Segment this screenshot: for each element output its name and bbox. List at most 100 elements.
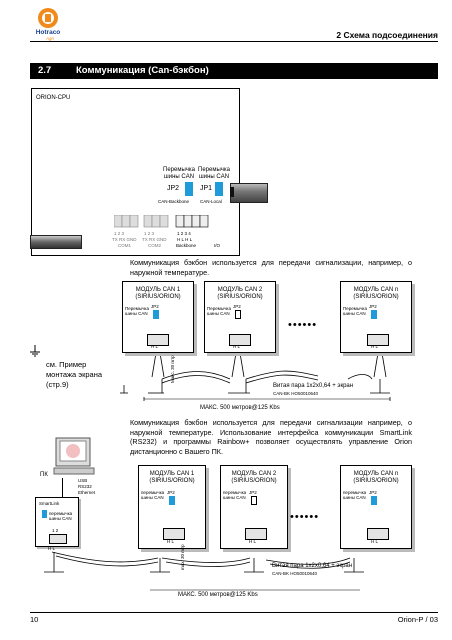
module-title: МОДУЛЬ CAN 1	[135, 287, 181, 293]
cable-label: Витая пара 1x2x0,64 + экран	[272, 563, 353, 569]
intro-paragraph: Коммуникация бэкбон используется для пер…	[130, 258, 412, 277]
orion-cpu-board: ORION-CPU Перемычка шины CAN Перемычка ш…	[31, 88, 240, 256]
smartlink-paragraph: Коммуникация бэкбон используется для пер…	[130, 418, 412, 456]
pc-link-line	[62, 478, 63, 498]
logo-bottom-text: Agri	[45, 36, 55, 41]
module-jp: JP2	[369, 490, 377, 495]
pc-icon	[52, 437, 96, 477]
max-length-label: МАКС. 500 метров@125 Kbs	[178, 592, 258, 598]
com1-label: COM1	[118, 243, 132, 248]
module-title: МОДУЛЬ CAN 1	[149, 471, 195, 477]
ethernet-label: Ethernet	[78, 490, 96, 495]
backbone-wiring	[120, 352, 391, 401]
com-connector	[30, 235, 82, 249]
module-terminal	[147, 334, 169, 346]
module-title: МОДУЛЬ CAN n	[353, 287, 399, 293]
can-module-n: МОДУЛЬ CAN n (SIRIUS/ORION) перемычка ши…	[340, 465, 412, 549]
can-module-n: МОДУЛЬ CAN n (SIRIUS/ORION) Перемычка ши…	[340, 281, 412, 353]
module-jp: JP2	[233, 304, 241, 309]
module-terminal	[367, 334, 389, 346]
section-number: 2.7	[38, 65, 52, 76]
module-sub: (SIRIUS/ORION)	[231, 478, 277, 484]
terminal-blocks	[114, 215, 209, 228]
can-module-2: МОДУЛЬ CAN 2 (SIRIUS/ORION) Перемычка ши…	[204, 281, 276, 353]
module-title: МОДУЛЬ CAN n	[353, 471, 399, 477]
jp1-caption: Перемычка шины CAN	[198, 167, 230, 180]
max-length-label: МАКС. 500 метров@125 Kbs	[200, 405, 280, 411]
module-terminal	[229, 334, 251, 346]
io-connector	[230, 183, 268, 203]
jp1-label: JP1	[200, 185, 213, 192]
can-pins: H L H L	[177, 237, 193, 242]
module-terminal	[163, 528, 185, 540]
section-title: Коммуникация (Can-бэкбон)	[76, 65, 209, 76]
more-modules-dots: ••••••	[290, 511, 320, 523]
jp2-label: JP2	[167, 185, 180, 192]
module-title: МОДУЛЬ CAN 2	[231, 471, 277, 477]
module-jumper-label: Перемычка шины CAN	[125, 306, 149, 316]
board-name: ORION-CPU	[36, 95, 71, 101]
module-jumper-label: Перемычка шины CAN	[207, 306, 231, 316]
page-number: 10	[30, 615, 39, 624]
io-label: I/O	[214, 243, 221, 248]
more-modules-dots: ••••••	[288, 319, 318, 331]
logo-mark: Hotraco Agri	[36, 8, 61, 41]
smartlink-label: SmartLink	[39, 501, 60, 506]
module-jumper-label: перемычка шины CAN	[343, 490, 367, 500]
smartlink-nums: 1 2	[52, 528, 59, 533]
module-sub: (SIRIUS/ORION)	[135, 294, 181, 300]
com2-nums: 1 2 3	[144, 231, 155, 236]
io-connector-tab	[230, 187, 234, 197]
smartlink-jumper-icon	[42, 510, 47, 518]
com1-pins: TX RX GND	[112, 237, 137, 242]
can-module-1: МОДУЛЬ CAN 1 (SIRIUS/ORION) перемычка ши…	[138, 465, 206, 549]
cable-code: CAN-BK HO50010640	[272, 571, 318, 576]
cable-code: CAN-BK HO50010640	[273, 391, 319, 396]
module-jumper-icon	[371, 496, 377, 505]
ground-icon	[30, 344, 40, 357]
rs232-label: RS232	[78, 484, 92, 489]
can-module-1: МОДУЛЬ CAN 1 (SIRIUS/ORION) Перемычка ши…	[122, 281, 194, 353]
footer-divider	[30, 612, 438, 613]
can-module-2: МОДУЛЬ CAN 2 (SIRIUS/ORION) перемычка ши…	[220, 465, 288, 549]
module-jumper-icon	[371, 310, 377, 319]
jp2-sub: CAN-Backbone	[158, 199, 190, 204]
backbone-label: Backbone	[176, 243, 197, 248]
module-sub: (SIRIUS/ORION)	[353, 294, 399, 300]
module-jumper-label: перемычка шины CAN	[141, 490, 165, 500]
jp1-jumper	[215, 182, 223, 196]
module-title: МОДУЛЬ CAN 2	[217, 287, 263, 293]
can-nums: 1 2 3 4	[177, 231, 191, 236]
cable-label: Витая пара 1x2x0,64 + экран	[273, 383, 354, 389]
hotraco-logo: Hotraco Agri	[30, 6, 66, 42]
doc-id: Orion-P / 03	[397, 615, 438, 624]
jp2-jumper	[185, 182, 193, 196]
smartlink-jumper-label: перемычка шины CAN	[49, 511, 73, 521]
module-hl: H L	[371, 344, 379, 349]
section-heading: 2.7 Коммуникация (Can-бэкбон)	[30, 63, 438, 79]
com2-label: COM2	[148, 243, 162, 248]
module-jumper-icon	[235, 310, 241, 319]
chapter-title: 2 Схема подсоединения	[336, 30, 438, 40]
module-hl: H L	[151, 344, 159, 349]
com2-pins: TX RX GND	[142, 237, 167, 242]
smartlink-wiring	[40, 544, 420, 612]
smartlink-hl: H L	[48, 546, 56, 551]
module-jumper-icon	[169, 496, 175, 505]
module-jumper-label: Перемычка шины CAN	[343, 306, 367, 316]
usb-label: USB	[78, 478, 88, 483]
smartlink-terminal	[49, 534, 67, 544]
max-short-label: max. 30 mтр	[180, 544, 185, 570]
smartlink-box: SmartLink перемычка шины CAN 1 2	[35, 497, 79, 547]
pc-label: ПК	[40, 472, 48, 478]
backbone-diagram: МОДУЛЬ CAN 1 (SIRIUS/ORION) Перемычка ши…	[118, 281, 412, 403]
module-hl: H L	[233, 344, 241, 349]
module-hl: H L	[249, 539, 257, 544]
jp1-sub: CAN-Local	[200, 199, 222, 204]
max-short-label: Макс. 30 mтр	[170, 355, 175, 383]
module-jp: JP2	[151, 304, 159, 309]
module-hl: H L	[371, 539, 379, 544]
module-hl: H L	[167, 539, 175, 544]
logo-top-text: Hotraco	[36, 29, 61, 36]
module-jp: JP2	[167, 490, 175, 495]
